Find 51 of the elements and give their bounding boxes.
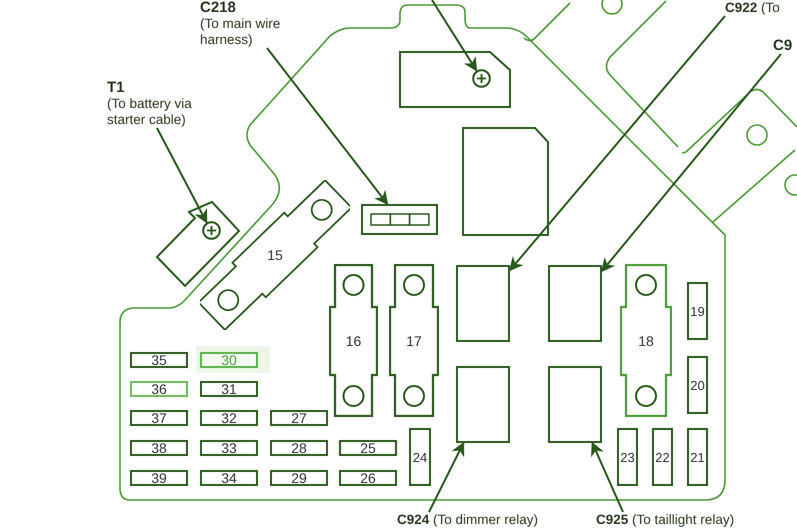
fuse-slot: 32 (200, 410, 258, 426)
fuse-number: 15 (266, 246, 284, 264)
relay-socket (456, 265, 510, 342)
leader-arrow (601, 53, 782, 272)
cartridge-fuse (620, 264, 672, 417)
fuse-slot: 38 (130, 440, 188, 456)
connector-label: (To battery via starter cable) (107, 96, 193, 128)
connector-label: C924 (To dimmer relay) (397, 512, 540, 528)
fuse-slot: 23 (617, 428, 638, 486)
leader-arrow (509, 15, 726, 272)
connector-socket (361, 204, 438, 235)
relay-socket (548, 366, 602, 443)
relay-socket (456, 366, 510, 443)
fuse-slot: 33 (200, 440, 258, 456)
fuse-number: 16 (344, 332, 362, 350)
leader-arrow (431, 0, 478, 72)
fuse-slot: 39 (130, 470, 188, 486)
fuse-slot: 20 (687, 356, 708, 414)
fuse-slot: 30 (200, 352, 258, 368)
fuse-slot: 25 (339, 440, 397, 456)
cartridge-fuse (389, 264, 439, 417)
terminal-icon (472, 69, 491, 88)
connector-label: C9 (773, 38, 794, 54)
terminal-icon (202, 221, 221, 240)
leader-arrow (156, 128, 208, 224)
fuse-slot: 29 (270, 470, 328, 486)
fuse-slot: 27 (270, 410, 328, 426)
fuse-slot: 24 (409, 428, 431, 486)
connector-label: C925 (To taillight relay) (596, 512, 736, 528)
fuse-slot: 19 (687, 282, 708, 340)
cartridge-fuse (200, 180, 350, 330)
fuse-number: 17 (405, 332, 423, 350)
connector-name: C218 (200, 0, 237, 16)
fuse-slot: 31 (200, 381, 258, 397)
fuse-slot: 37 (130, 410, 188, 426)
fuse-slot: 34 (200, 470, 258, 486)
fuse-slot: 26 (339, 470, 397, 486)
leader-arrow (591, 442, 624, 512)
fuse-slot: 21 (687, 428, 708, 486)
connector-name: T1 (107, 80, 126, 96)
fuse-slot: 28 (270, 440, 328, 456)
fuse-slot: 35 (130, 352, 188, 368)
fuse-slot: 22 (652, 428, 673, 486)
leader-arrow (266, 47, 388, 206)
relay-socket (548, 265, 602, 342)
fuse-number: 18 (637, 332, 655, 350)
connector-label: (To main wire harness) (200, 16, 282, 48)
leader-arrow (428, 442, 464, 512)
cartridge-fuse (329, 264, 378, 417)
connector-label: C922 (To (725, 0, 781, 16)
fuse-slot: 36 (130, 381, 188, 397)
